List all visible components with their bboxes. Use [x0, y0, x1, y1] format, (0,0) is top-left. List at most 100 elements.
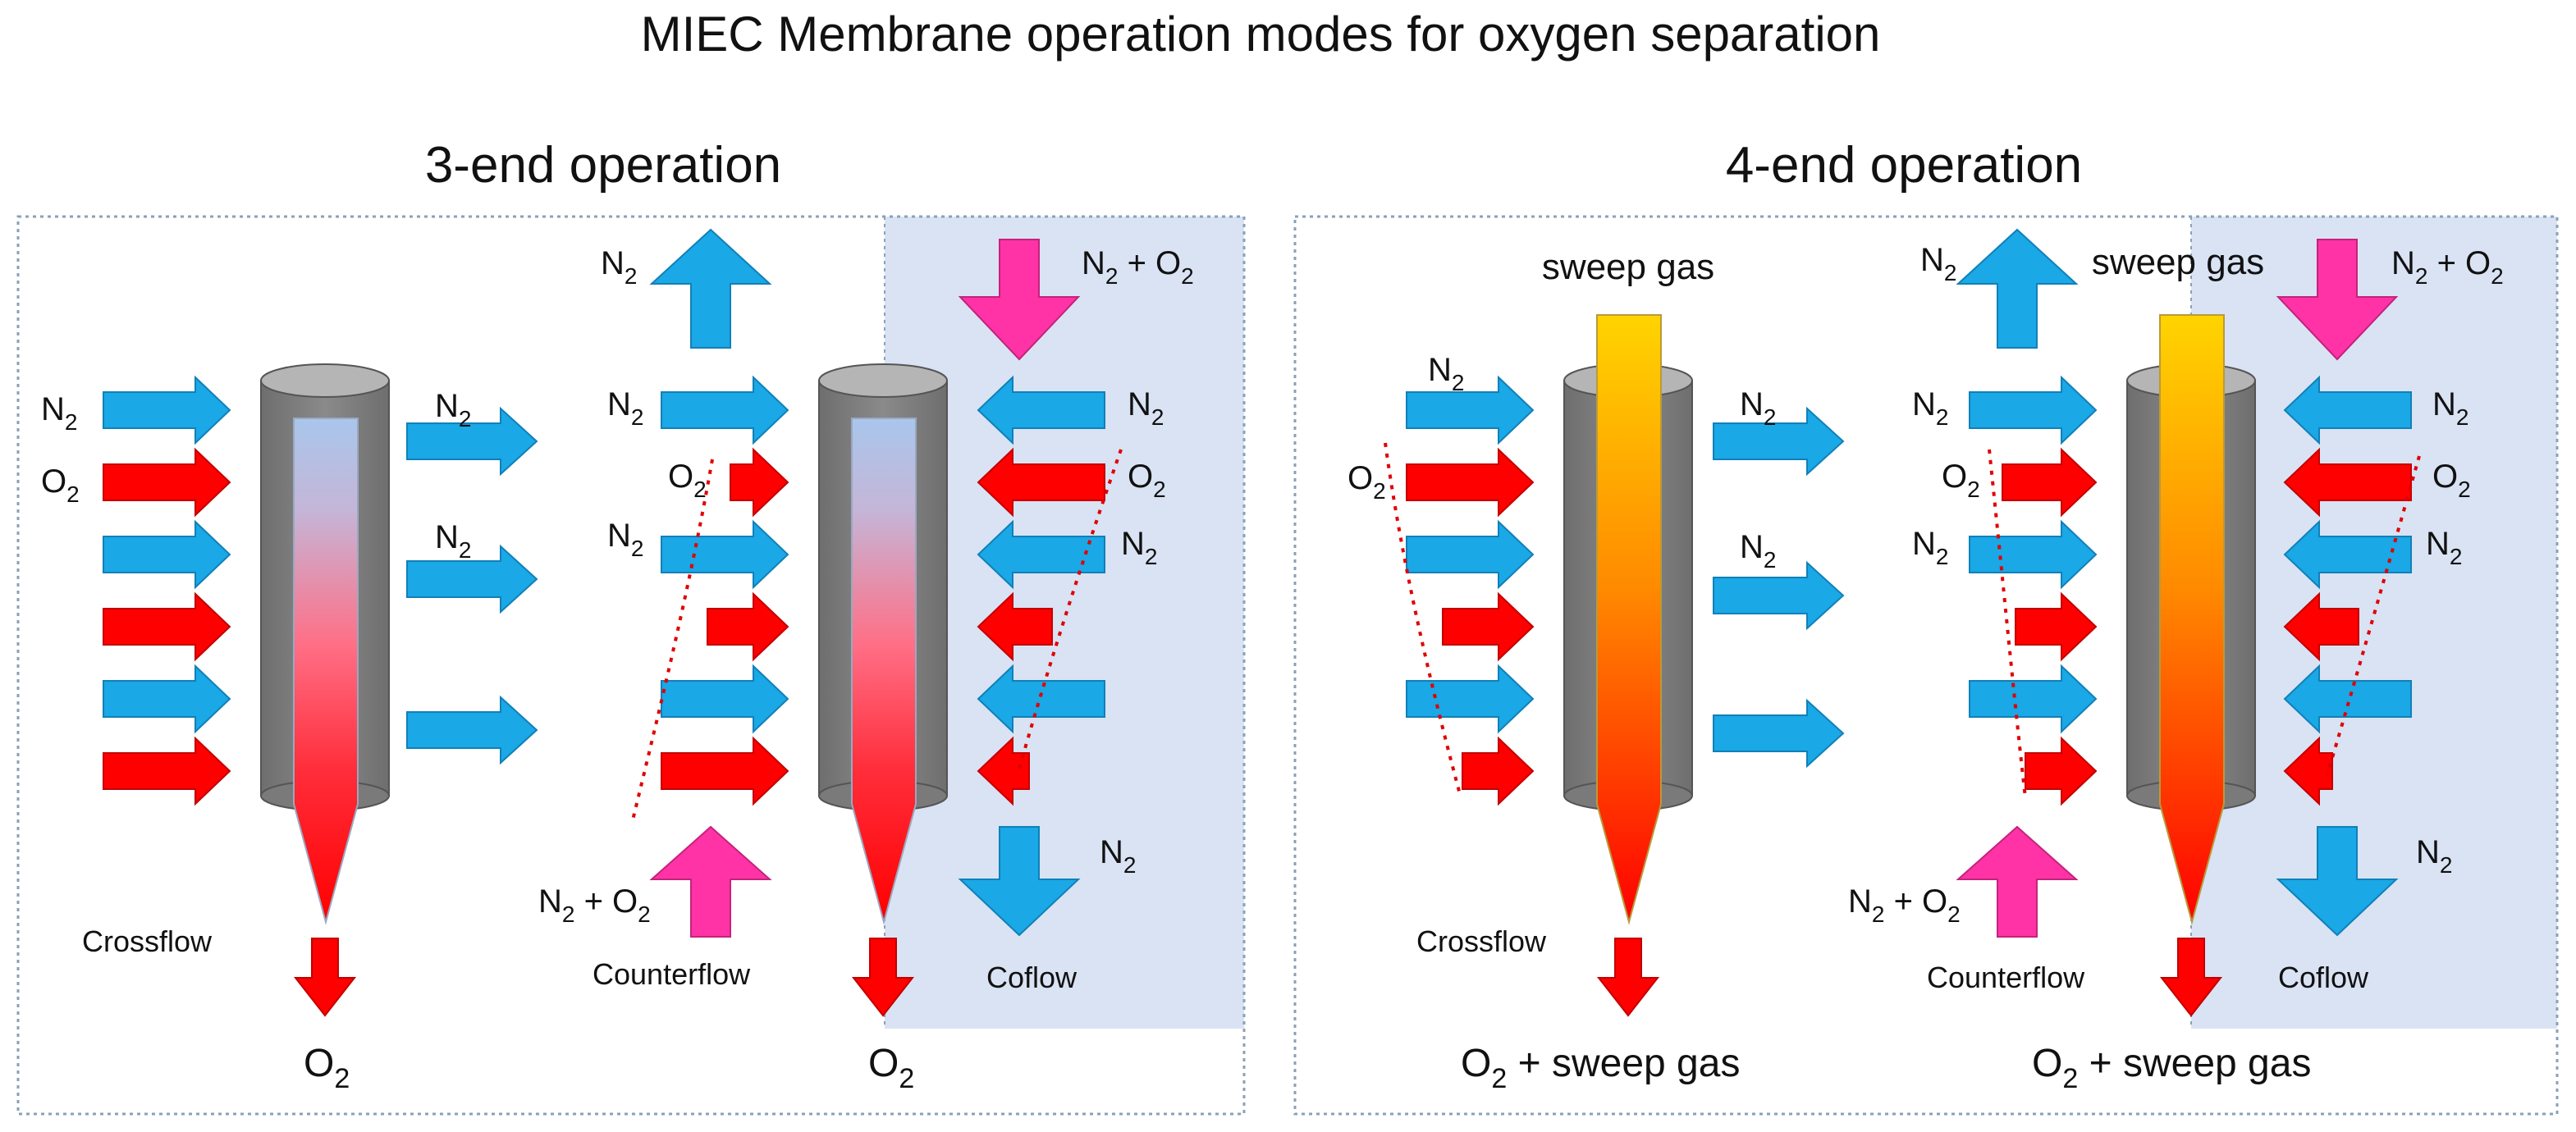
label-mix-bottom-in: N2 + O2	[538, 883, 651, 927]
label-n2-row: N2	[1912, 386, 1948, 430]
arrow-n2-feed	[1406, 664, 1535, 734]
counterflow-coflow-4end: N2 sweep gas N2 + O2 N2 O2 N2 N2 O2 N2 N…	[1848, 228, 2504, 1094]
arrow-o2-feed	[103, 736, 231, 806]
arrow-n2-row	[977, 375, 1105, 445]
arrow-n2-row	[2283, 664, 2412, 734]
label-product: O2	[304, 1042, 350, 1094]
tube-top	[818, 363, 948, 398]
arrow-n2-row	[2283, 519, 2412, 590]
label-n2-row: N2	[1121, 526, 1157, 569]
label-crossflow: Crossflow	[82, 924, 213, 958]
tube-top	[260, 363, 390, 398]
label-o2-row: O2	[1128, 459, 1166, 502]
label-o2-row: O2	[2432, 459, 2471, 502]
arrow-o2-row	[2283, 736, 2333, 806]
arrow-o2-row	[661, 736, 789, 806]
label-sweep-gas: sweep gas	[2092, 242, 2264, 282]
arrow-n2-feed	[103, 519, 231, 590]
depletion-line	[1988, 449, 2027, 798]
arrow-n2-down	[958, 826, 1081, 937]
label-n2-out: N2	[1740, 529, 1776, 573]
label-n2-out: N2	[1740, 386, 1776, 430]
depletion-line	[1384, 442, 1462, 798]
arrow-n2-down	[2276, 826, 2399, 937]
arrow-n2-row	[1969, 519, 2098, 590]
label-mix-top-in: N2 + O2	[2391, 245, 2504, 289]
arrow-n2-row	[661, 664, 789, 734]
label-n2-row: N2	[1912, 526, 1948, 569]
label-n2-out: N2	[435, 388, 471, 431]
label-o2-feed: O2	[1347, 460, 1386, 504]
arrow-n2-out	[406, 695, 538, 765]
arrow-o2-row	[977, 447, 1105, 518]
arrow-n2-row	[977, 519, 1105, 590]
arrow-o2-row	[2015, 591, 2098, 662]
label-n2-feed: N2	[41, 391, 77, 435]
arrow-o2-feed	[103, 447, 231, 518]
depletion-line	[1016, 449, 1123, 775]
arrow-mix-up	[1956, 825, 2079, 938]
label-o2-feed: O2	[41, 463, 80, 507]
label-product: O2	[868, 1042, 914, 1094]
heading-3-end: 3-end operation	[425, 137, 781, 194]
arrow-n2-row	[661, 519, 789, 590]
crossflow-4end: sweep gas N2 O2 N2 N2 Crossflow O2 + swe…	[1347, 247, 1845, 1094]
sweep-channel	[1596, 314, 1662, 925]
label-sweep-gas: sweep gas	[1542, 247, 1714, 287]
arrow-n2-out	[1713, 406, 1845, 477]
arrow-o2-row	[707, 591, 789, 662]
label-product: O2 + sweep gas	[2032, 1042, 2311, 1094]
arrow-n2-row	[1969, 664, 2098, 734]
label-o2-row: O2	[1942, 459, 1980, 502]
arrow-n2-out	[1713, 698, 1845, 769]
heading-4-end: 4-end operation	[1726, 137, 2082, 194]
arrow-n2-feed	[1406, 375, 1535, 445]
depletion-line	[2326, 455, 2421, 775]
label-n2-bottom-out: N2	[2416, 834, 2452, 878]
permeate-channel	[851, 418, 917, 925]
label-n2-out: N2	[435, 519, 471, 563]
permeate-channel	[293, 418, 359, 925]
arrow-n2-row	[661, 375, 789, 445]
arrow-o2-feed	[103, 591, 231, 662]
arrow-n2-up	[1956, 228, 2079, 349]
arrow-o2-feed	[1462, 736, 1535, 806]
label-n2-row: N2	[607, 386, 643, 430]
arrow-o2-row	[977, 736, 1030, 806]
label-n2-feed: N2	[1428, 352, 1464, 395]
arrow-o2-feed	[1442, 591, 1535, 662]
label-product: O2 + sweep gas	[1461, 1042, 1740, 1094]
arrow-o2-row	[2025, 736, 2098, 806]
arrow-o2-row	[2002, 447, 2098, 518]
label-n2-row: N2	[1128, 386, 1164, 430]
arrow-n2-row	[977, 664, 1105, 734]
arrow-product	[2159, 938, 2223, 1017]
label-n2-top-out: N2	[601, 245, 637, 289]
arrow-o2-product	[293, 938, 357, 1017]
label-counterflow: Counterflow	[1927, 961, 2085, 994]
arrow-o2-row	[977, 591, 1053, 662]
label-coflow: Coflow	[986, 961, 1078, 994]
arrow-o2-row	[730, 447, 789, 518]
arrow-mix-down	[958, 239, 1081, 361]
crossflow-3end: N2 O2 N2 N2 Crossflow O2	[41, 363, 538, 1094]
arrow-n2-row	[2283, 375, 2412, 445]
arrow-n2-row	[1969, 375, 2098, 445]
arrow-mix-up	[649, 825, 772, 938]
label-n2-top-out: N2	[1920, 242, 1956, 285]
arrow-n2-feed	[1406, 519, 1535, 590]
label-n2-row: N2	[2426, 526, 2462, 569]
arrow-n2-out	[406, 544, 538, 614]
arrow-n2-up	[649, 228, 772, 349]
arrow-n2-feed	[103, 664, 231, 734]
label-crossflow: Crossflow	[1416, 924, 1547, 958]
arrow-o2-product	[851, 938, 915, 1017]
arrow-n2-out	[1713, 560, 1845, 631]
arrow-o2-row	[2283, 447, 2412, 518]
counterflow-coflow-3end: N2 N2 + O2 N2 O2 N2 N2 O2 N2 N2 + O2 N2 …	[538, 228, 1194, 1094]
label-coflow: Coflow	[2278, 961, 2369, 994]
label-n2-row: N2	[2432, 386, 2468, 430]
arrow-o2-feed	[1406, 447, 1535, 518]
arrow-n2-feed	[103, 375, 231, 445]
